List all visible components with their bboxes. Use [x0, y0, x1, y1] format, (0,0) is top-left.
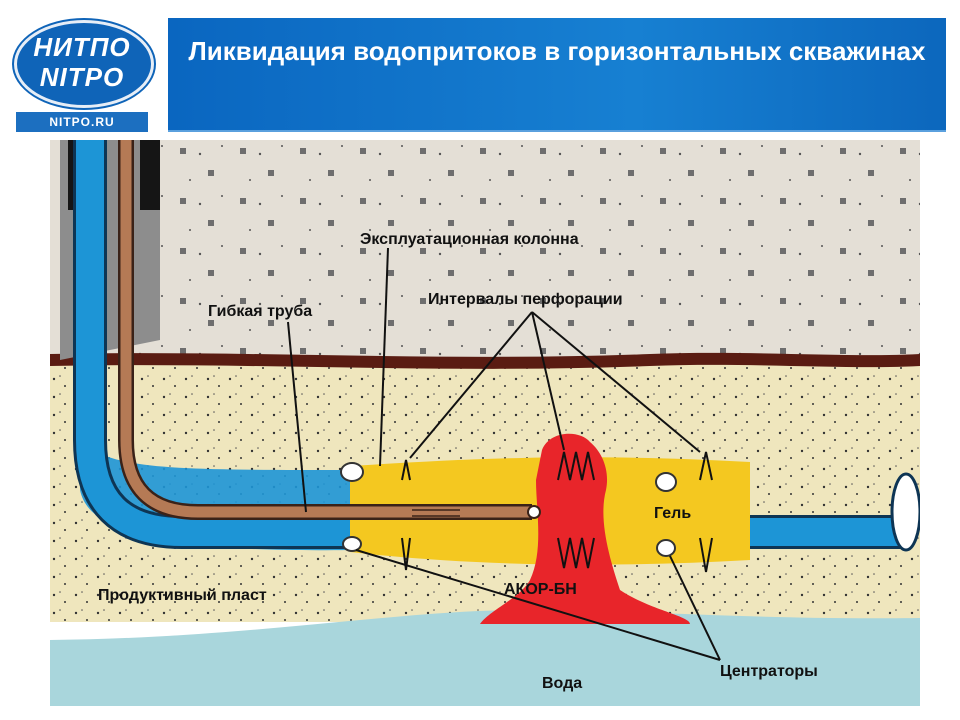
logo-oval — [14, 20, 154, 108]
flow-arrows — [412, 509, 460, 517]
water-layer — [50, 610, 920, 706]
label-productive-layer: Продуктивный пласт — [98, 587, 267, 604]
perforation-2 — [557, 451, 595, 569]
coiled-tubing-fill — [120, 140, 532, 518]
upper-rock-texture — [50, 140, 920, 360]
casing-interior — [76, 140, 910, 546]
centralizer-2 — [342, 536, 362, 552]
perforation-1 — [401, 459, 411, 571]
label-centralizers: Центраторы — [720, 663, 818, 680]
label-coiled-tubing: Гибкая труба — [208, 303, 312, 320]
centralizer-3 — [655, 472, 677, 492]
logo-text-ru: НИТПО — [33, 32, 131, 62]
logo-url: NITPO.RU — [16, 112, 148, 132]
logo-text-en: NITPO — [39, 62, 125, 92]
label-akor: АКОР-БН — [504, 581, 577, 598]
pipe-open-end — [890, 472, 920, 552]
layer-boundary — [50, 352, 920, 369]
leader-casing — [379, 247, 389, 467]
label-casing: Эксплуатационная колонна — [360, 231, 579, 248]
casing-wall-right — [140, 140, 160, 210]
centralizer-4 — [656, 539, 676, 557]
centralizer-1 — [340, 462, 364, 482]
label-gel: Гель — [654, 505, 691, 522]
tubing-tip — [527, 505, 541, 519]
well-diagram: Эксплуатационная колонна Интервалы перфо… — [50, 140, 920, 706]
nitpo-logo: НИТПО NITPO NITPO.RU — [12, 18, 154, 136]
leader-tubing — [287, 321, 307, 513]
label-water: Вода — [542, 675, 582, 692]
label-perforation: Интервалы перфорации — [428, 291, 623, 308]
perforation-3 — [699, 451, 713, 573]
akor-zone — [480, 433, 690, 624]
page-title: Ликвидация водопритоков в горизонтальных… — [188, 36, 926, 66]
leader-centralizers — [355, 549, 721, 661]
leader-perforation — [409, 311, 701, 459]
title-banner: Ликвидация водопритоков в горизонтальных… — [168, 18, 946, 130]
